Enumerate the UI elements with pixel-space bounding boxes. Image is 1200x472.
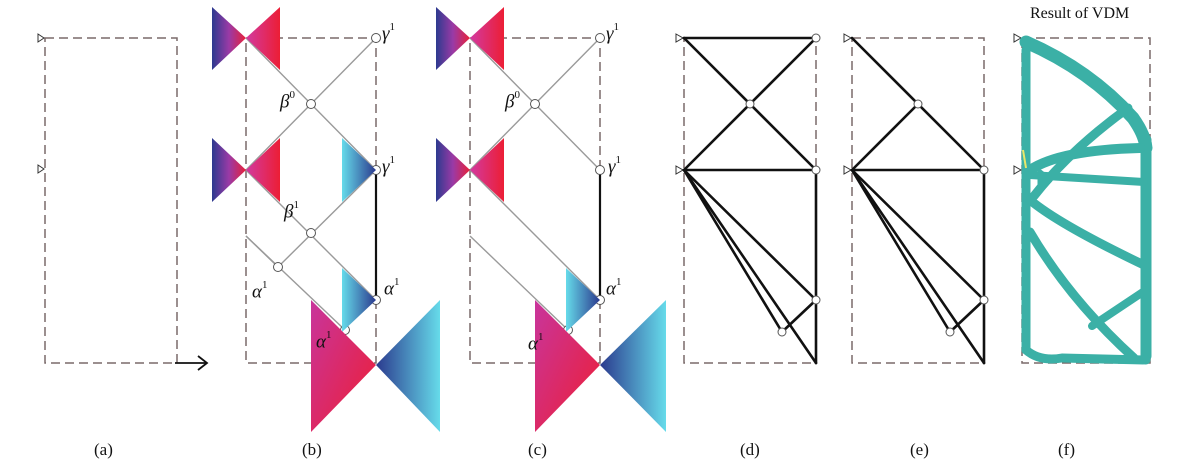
support-icon: [675, 33, 685, 43]
support-icon: [843, 165, 853, 175]
support-icon: [37, 33, 45, 43]
fan-wedge-right: [246, 138, 280, 202]
fan-wedge-cyan: [342, 138, 376, 202]
support-icon: [1013, 33, 1023, 43]
fan-wedge-left: [212, 138, 246, 202]
panel-a: [37, 33, 209, 371]
node-label-gamma-mid: γ1: [382, 154, 395, 178]
node-label-alpha-bottom: α1: [316, 329, 332, 353]
load-marker-icon: [1022, 149, 1027, 169]
panel-label-a: (a): [94, 440, 113, 459]
fan-wedge-left: [212, 7, 246, 70]
node-label-beta0: β0: [505, 89, 520, 113]
fan-wedge-left: [436, 138, 470, 202]
panel-f: [1013, 33, 1153, 365]
node-label-beta0: β0: [280, 89, 295, 113]
panel-e: [843, 33, 989, 365]
panel-label-d: (d): [740, 440, 760, 459]
panel-label-c: (c): [528, 440, 547, 459]
node-label-gamma-top: γ1: [382, 21, 395, 45]
fan-wedge-large-magenta: [311, 300, 376, 432]
panel-b: [212, 7, 440, 432]
support-icon: [1013, 165, 1023, 175]
fan-wedge-right: [246, 7, 280, 70]
node-label-alpha-left: α1: [252, 279, 268, 303]
node-label-beta1: β1: [284, 199, 299, 223]
support-icon: [843, 33, 853, 43]
load-arrowhead-icon: [197, 355, 209, 371]
fan-wedge-large-magenta: [535, 300, 600, 432]
node-markers: [913, 99, 989, 337]
panel-c: [436, 7, 666, 432]
fan-wedge-right: [470, 7, 504, 70]
optimal-truss: [850, 36, 986, 365]
node-markers: [745, 33, 821, 337]
fan-wedge-large-blue: [376, 300, 440, 432]
panel-label-b: (b): [302, 440, 322, 459]
design-domain-outline: [44, 37, 178, 364]
fan-wedge-cyan: [342, 268, 376, 332]
support-icon: [37, 164, 45, 174]
support-icon: [675, 165, 685, 175]
node-markers: [273, 33, 381, 335]
node-label-gamma-top: γ1: [606, 21, 619, 45]
fan-wedge-large-blue: [600, 300, 666, 432]
fan-wedge-left: [436, 7, 470, 70]
vdm-topology: [1019, 35, 1153, 365]
panel-f-title: Result of VDM: [1030, 5, 1130, 22]
optimal-truss: [682, 36, 818, 365]
fan-wedge-cyan: [566, 268, 600, 332]
node-label-alpha-right: α1: [606, 276, 622, 300]
node-label-gamma-mid: γ1: [608, 154, 621, 178]
panel-d: [675, 33, 821, 365]
node-markers: [530, 33, 605, 335]
panel-label-e: (e): [910, 440, 929, 459]
node-label-alpha-bottom: α1: [528, 331, 544, 355]
fan-wedge-right: [470, 138, 504, 202]
panel-label-f: (f): [1058, 440, 1075, 459]
node-label-alpha-right: α1: [384, 276, 400, 300]
